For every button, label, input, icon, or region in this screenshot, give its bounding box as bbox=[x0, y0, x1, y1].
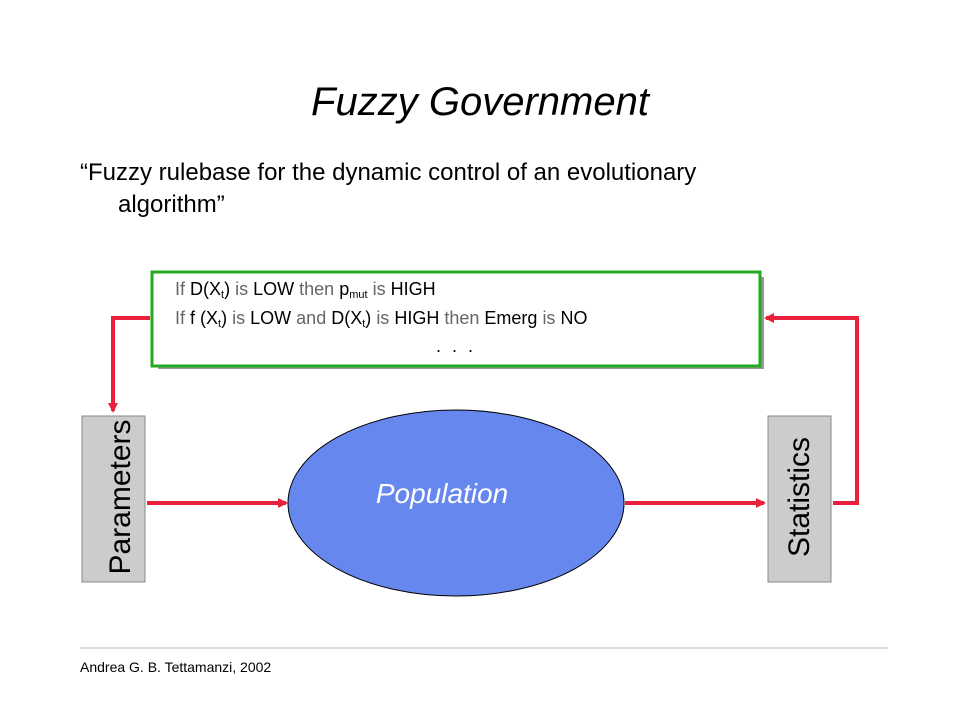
rule2-f-term: f (Xt) bbox=[190, 308, 228, 330]
rule2-d-term: D(Xt) bbox=[331, 308, 372, 330]
arrow-statistics-to-rulebase bbox=[764, 313, 859, 505]
rule2-close: ) bbox=[221, 308, 228, 328]
slide-title: Fuzzy Government bbox=[311, 80, 649, 124]
rule1-t-sub: t bbox=[221, 289, 225, 301]
quote-line-2: algorithm” bbox=[118, 191, 225, 218]
quote-line-1: “Fuzzy rulebase for the dynamic control … bbox=[80, 159, 697, 186]
rule2-high: HIGH bbox=[394, 308, 440, 328]
arrow-rulebase-to-parameters bbox=[108, 316, 150, 413]
rule2-then: then bbox=[444, 308, 480, 328]
rule2-low: LOW bbox=[250, 308, 292, 328]
rule1-is: is bbox=[235, 279, 249, 299]
statistics-label: Statistics bbox=[783, 436, 816, 558]
rule1-mut-sub: mut bbox=[349, 289, 368, 301]
rule1-d-term: D(Xt) bbox=[190, 279, 231, 301]
footer-author: Andrea G. B. Tettamanzi, 2002 bbox=[80, 659, 272, 675]
rule2-no: NO bbox=[560, 308, 588, 328]
rule1-high: HIGH bbox=[390, 279, 436, 299]
rule2-f-var: f (X bbox=[190, 308, 219, 328]
rule2-if: If bbox=[175, 308, 186, 328]
rule-1: If D(Xt) is LOW then pmut is HIGH bbox=[175, 278, 436, 301]
rule2-is3: is bbox=[542, 308, 556, 328]
rule2-is: is bbox=[232, 308, 246, 328]
population-label: Population bbox=[375, 478, 509, 509]
rule1-is2: is bbox=[372, 279, 386, 299]
rule2-d-var: D(X bbox=[331, 308, 363, 328]
rulebase-box bbox=[150, 270, 762, 368]
rule-2: If f (Xt) is LOW and D(Xt) is HIGH then … bbox=[175, 307, 588, 330]
rule1-low: LOW bbox=[253, 279, 295, 299]
parameters-label: Parameters bbox=[104, 419, 137, 575]
rule2-t2-sub: t bbox=[362, 318, 366, 330]
rule1-close: ) bbox=[224, 279, 231, 299]
rule2-t-sub: t bbox=[218, 318, 222, 330]
rule2-is2: is bbox=[376, 308, 390, 328]
rule2-close2: ) bbox=[365, 308, 372, 328]
rule-ellipsis: . . . bbox=[436, 336, 477, 356]
rule1-d-var: D(X bbox=[190, 279, 222, 299]
rule2-and: and bbox=[296, 308, 327, 328]
statistics-box bbox=[767, 415, 832, 583]
rule1-p-term: pmut bbox=[339, 279, 368, 301]
rule2-emerg: Emerg bbox=[484, 308, 538, 328]
population-node bbox=[287, 409, 625, 597]
rule1-p: p bbox=[339, 279, 350, 299]
rule1-if: If bbox=[175, 279, 186, 299]
parameters-box bbox=[81, 415, 146, 583]
slide-quote: “Fuzzy rulebase for the dynamic control … bbox=[80, 157, 800, 221]
rule1-then: then bbox=[299, 279, 335, 299]
